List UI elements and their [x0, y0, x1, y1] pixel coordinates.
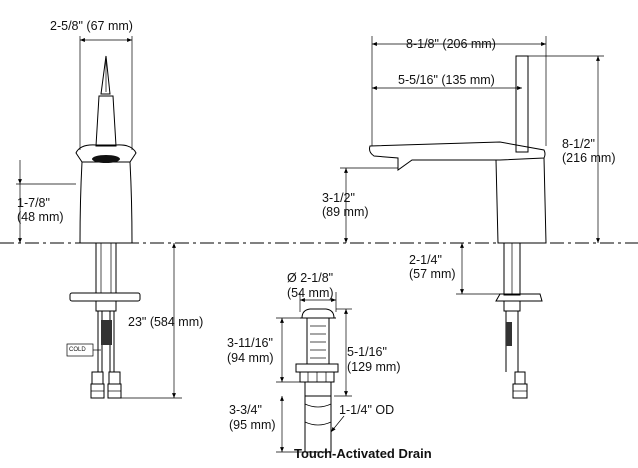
dim-drain-flange-dia-mm: (54 mm)	[287, 286, 334, 300]
faucet-side-view	[369, 55, 547, 399]
dim-overall-height-mm: (216 mm)	[562, 151, 615, 165]
dim-drain-body-mm: (94 mm)	[227, 351, 274, 365]
dim-tailpiece-od: 1-1/4" OD	[339, 403, 394, 417]
dim-drain-body-in: 3-11/16"	[227, 336, 273, 350]
dim-drain-total-in: 5-1/16"	[347, 345, 387, 359]
dim-base-height-in: 1-7/8"	[17, 196, 50, 210]
dim-supply-length: 23" (584 mm)	[128, 315, 203, 329]
dim-drain-total-mm: (129 mm)	[347, 360, 400, 374]
dim-spout-width: 2-5/8" (67 mm)	[50, 19, 133, 33]
dim-spout-reach: 5-5/16" (135 mm)	[398, 73, 495, 87]
drain-assembly	[295, 308, 339, 453]
dim-tailpiece-in: 3-3/4"	[229, 403, 262, 417]
cold-tag-label: COLD	[69, 347, 86, 353]
dim-drain-flange-dia-in: Ø 2-1/8"	[287, 271, 333, 285]
dim-spout-height-in: 3-1/2"	[322, 191, 355, 205]
dim-shank-length-mm: (57 mm)	[409, 267, 456, 281]
drain-caption: Touch-Activated Drain	[294, 446, 432, 461]
dim-overall-reach: 8-1/8" (206 mm)	[406, 37, 496, 51]
dim-shank-length-in: 2-1/4"	[409, 253, 442, 267]
dim-spout-height-mm: (89 mm)	[322, 205, 369, 219]
dim-overall-height-in: 8-1/2"	[562, 137, 595, 151]
faucet-front-view: COLD	[66, 55, 141, 399]
dim-tailpiece-mm: (95 mm)	[229, 418, 276, 432]
dim-base-height-mm: (48 mm)	[17, 210, 64, 224]
